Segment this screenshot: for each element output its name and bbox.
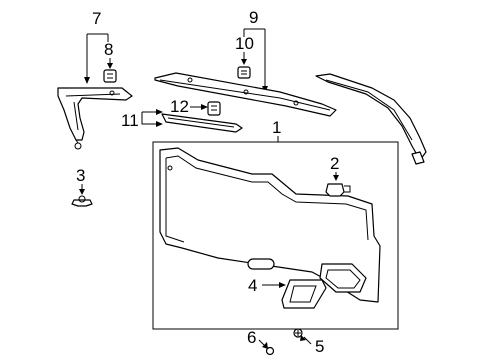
callout-1: 1 [272,118,281,137]
callout-10: 10 [235,34,254,53]
leader-11 [141,111,157,125]
leader-5 [303,336,312,345]
callout-3: 3 [76,166,85,185]
callout-11: 11 [121,111,139,130]
part-10-clip [237,66,251,79]
part-12-clip [207,101,221,116]
leader-7 [86,33,109,78]
arrow-6 [262,342,268,349]
arrow-7 [84,77,90,84]
part-7-pillar-trim [57,87,133,150]
right-side-trim [315,73,427,165]
part-1-liftgate-panel [159,147,381,303]
arrow-4 [279,282,286,288]
arrow-3 [79,189,85,195]
arrow-8 [107,63,113,69]
arrow-5 [300,335,306,341]
callout-8: 8 [104,40,113,59]
part-1-frame [152,141,399,330]
arrow-11b [156,121,163,127]
part-2-fastener [325,183,351,197]
part-5-screw [293,328,303,338]
part-4-cover [281,279,327,309]
callout-12: 12 [170,97,189,116]
callout-6: 6 [247,328,256,347]
callout-9: 9 [249,8,258,27]
part-11-trim-strip [161,113,243,133]
part-8-clip [103,69,117,83]
callout-2: 2 [330,154,339,173]
arrow-2 [333,175,339,181]
leader-6 [258,339,265,346]
callout-7: 7 [92,9,101,28]
arrow-11a [156,109,163,115]
arrow-10 [241,59,247,65]
leader-9 [243,28,266,86]
part-6-plug [265,346,275,356]
part-9-header-trim [154,72,337,117]
callout-5: 5 [315,337,324,356]
callout-4: 4 [248,276,257,295]
part-3-clip [71,195,93,207]
arrow-12 [201,104,208,110]
